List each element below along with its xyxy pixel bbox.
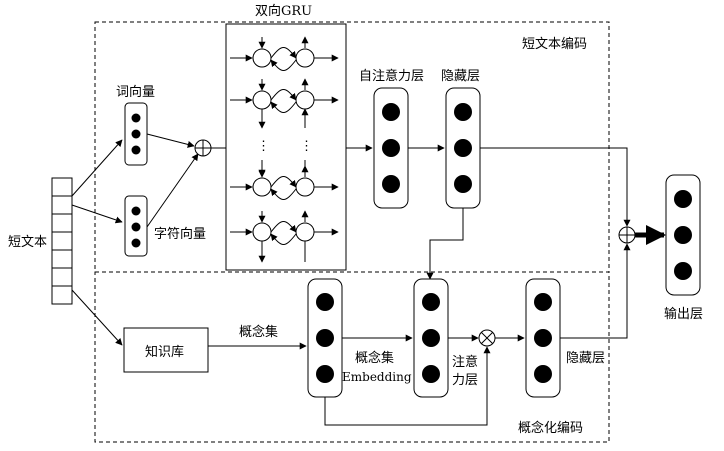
concept-embedding-block (413, 278, 449, 398)
gru-cell-backward (295, 48, 315, 68)
bigru-cells (230, 36, 339, 263)
arrow-hidden-top-to-output (480, 147, 631, 227)
gru-cell-backward (295, 90, 315, 110)
gru-cell-forward (252, 177, 272, 197)
bigru-label: 双向GRU (255, 3, 312, 19)
arrow-char-to-concat (146, 153, 199, 228)
short-text-encoding-region (94, 21, 610, 273)
self-attention-block (373, 87, 409, 209)
knowledge-base-label: 知识库 (145, 344, 184, 360)
attention-label-line2: 力层 (452, 373, 478, 388)
arrow-concept-set-to-multiply (324, 346, 491, 426)
concept-embedding-label-line2: Embedding (342, 370, 412, 384)
gru-cell-forward (252, 90, 272, 110)
knowledge-base-box (123, 327, 209, 373)
gru-cell-backward (295, 177, 315, 197)
char-vector-block (124, 195, 148, 257)
short-text-input (51, 177, 73, 305)
concept-set-block (307, 278, 343, 398)
short-text-encoding-label: 短文本编码 (522, 37, 587, 52)
bigru-block (225, 23, 347, 271)
bigru-ellipsis-left: ⋮ (257, 139, 270, 154)
attention-label-line1: 注意 (452, 354, 478, 370)
short-text-label: 短文本 (8, 235, 47, 250)
output-layer-label: 输出层 (664, 306, 703, 322)
hidden-bottom-label: 隐藏层 (566, 351, 605, 366)
arrow-input-to-knowledge-base (71, 289, 123, 346)
gru-cell-forward (252, 222, 272, 242)
hidden-top-block (445, 87, 481, 209)
hidden-bottom-block (525, 278, 561, 398)
concat-node (194, 139, 212, 157)
output-layer-block (665, 174, 701, 296)
char-vector-label: 字符向量 (154, 226, 206, 242)
word-vector-label: 词向量 (116, 84, 155, 100)
arrow-input-to-word-vector (71, 139, 123, 197)
arrow-input-to-char-vector (71, 204, 123, 224)
arrow-hidden-bottom-to-output (560, 243, 631, 339)
concept-encoding-label: 概念化编码 (518, 420, 583, 436)
merge-node (618, 226, 636, 244)
arrow-word-to-concat (146, 133, 195, 148)
arrow-hidden-top-to-concept-embedding (426, 208, 464, 280)
concept-set-label: 概念集 (239, 324, 278, 340)
gru-cell-forward (252, 48, 272, 68)
multiply-node (478, 329, 496, 347)
concept-encoding-region (94, 271, 610, 443)
gru-cell-backward (295, 222, 315, 242)
hidden-top-label: 隐藏层 (441, 69, 480, 84)
concept-embedding-label-line1: 概念集 (355, 350, 394, 366)
word-vector-block (124, 102, 148, 166)
self-attention-label: 自注意力层 (359, 68, 424, 84)
bigru-ellipsis-right: ⋮ (300, 139, 313, 154)
